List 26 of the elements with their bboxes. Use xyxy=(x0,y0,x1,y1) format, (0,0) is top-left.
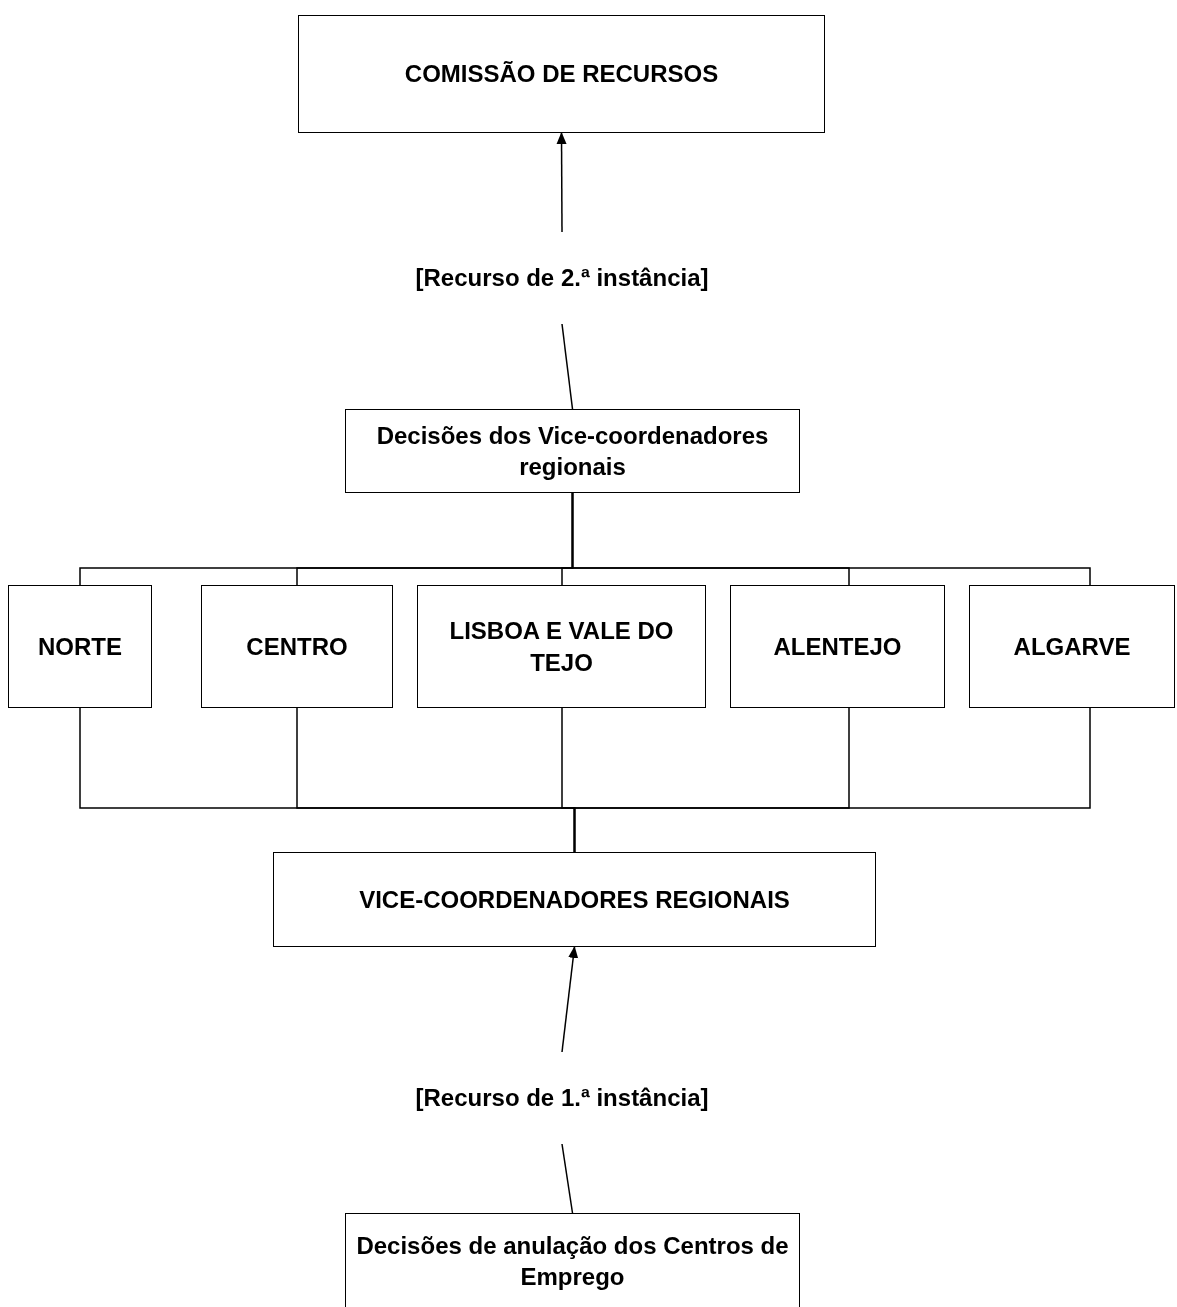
box-label: NORTE xyxy=(38,631,122,662)
process-box xyxy=(273,852,876,947)
process-box xyxy=(969,585,1175,708)
process-box xyxy=(298,15,825,133)
connector-line xyxy=(561,1143,574,1214)
connector-line xyxy=(573,707,1091,853)
process-box xyxy=(730,585,945,708)
box-label: Decisões de anulação dos Centros de Emprego xyxy=(356,1230,789,1292)
process-box xyxy=(201,585,393,708)
process-box xyxy=(345,409,800,493)
arrow xyxy=(561,946,579,1053)
box-label: LISBOA E VALE DO TEJO xyxy=(448,616,675,678)
instance-label: [Recurso de 1.ª instância] xyxy=(415,1083,709,1114)
box-label: ALGARVE xyxy=(1013,631,1131,662)
box-label: ALENTEJO xyxy=(773,631,902,662)
process-box xyxy=(8,585,152,708)
box-label: VICE-COORDENADORES REGIONAIS xyxy=(359,884,790,915)
box-label: COMISSÃO DE RECURSOS xyxy=(404,59,719,90)
connector-line xyxy=(561,323,574,410)
process-box xyxy=(417,585,706,708)
connector-line xyxy=(571,492,1091,586)
instance-label: [Recurso de 2.ª instância] xyxy=(415,263,709,294)
box-label: Decisões dos Vice-coordenadores regionais xyxy=(375,420,770,482)
process-box xyxy=(345,1213,800,1307)
arrow xyxy=(556,132,567,233)
box-label: CENTRO xyxy=(246,631,348,662)
